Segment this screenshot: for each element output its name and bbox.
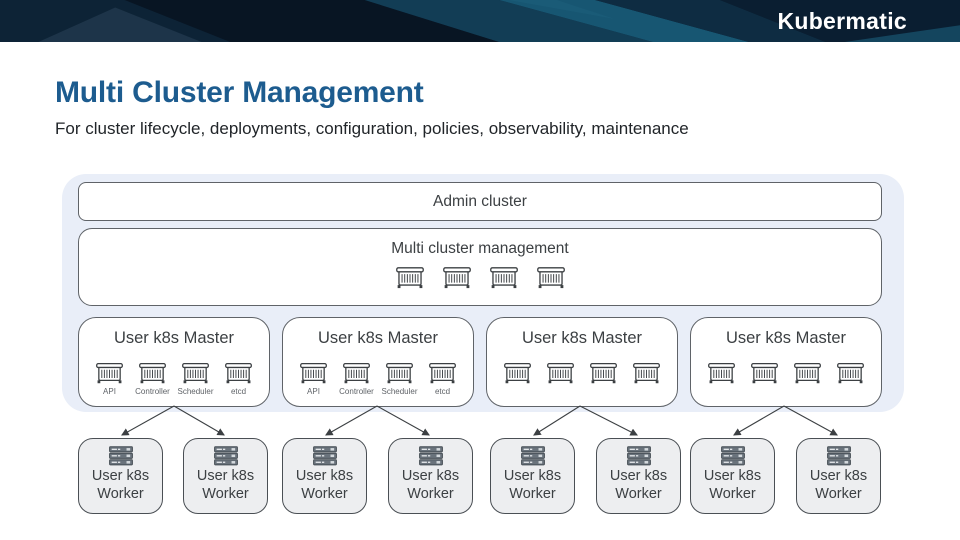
user-k8s-worker-box: User k8s Worker xyxy=(796,438,881,514)
container-column xyxy=(625,361,668,396)
user-k8s-master-box: User k8s Master xyxy=(690,317,882,407)
worker-label: User k8s Worker xyxy=(809,468,868,502)
container-icon xyxy=(429,362,456,384)
component-scheduler: Scheduler xyxy=(378,361,421,396)
master-title: User k8s Master xyxy=(113,329,235,347)
user-k8s-master-box: User k8s Master xyxy=(486,317,678,407)
user-k8s-worker-box: User k8s Worker xyxy=(78,438,163,514)
container-icon xyxy=(139,362,166,384)
server-rack-icon xyxy=(312,446,337,466)
master-title: User k8s Master xyxy=(725,329,847,347)
container-column xyxy=(496,361,539,396)
worker-label: User k8s Worker xyxy=(196,468,255,502)
worker-row: User k8s Worker User k8s Worker User k8s… xyxy=(0,438,960,516)
admin-cluster-label: Admin cluster xyxy=(433,192,527,210)
server-rack-icon xyxy=(108,446,133,466)
container-column xyxy=(786,361,829,396)
component-label: Controller xyxy=(135,387,170,396)
server-rack-icon xyxy=(720,446,745,466)
server-rack-icon xyxy=(418,446,443,466)
worker-label: User k8s Worker xyxy=(91,468,150,502)
component-label: Controller xyxy=(339,387,374,396)
master-components xyxy=(496,361,668,396)
container-column xyxy=(743,361,786,396)
multi-cluster-management-box: Multi cluster management xyxy=(78,228,882,306)
user-k8s-master-box: User k8s Master API Controller Scheduler xyxy=(282,317,474,407)
container-icon xyxy=(547,362,574,384)
container-icon xyxy=(386,362,413,384)
server-rack-icon xyxy=(626,446,651,466)
worker-label: User k8s Worker xyxy=(503,468,562,502)
component-label: etcd xyxy=(230,387,247,396)
component-controller: Controller xyxy=(131,361,174,396)
container-column xyxy=(829,361,872,396)
worker-label: User k8s Worker xyxy=(609,468,668,502)
user-k8s-worker-box: User k8s Worker xyxy=(183,438,268,514)
component-etcd: etcd xyxy=(421,361,464,396)
container-column xyxy=(700,361,743,396)
master-worker-connectors xyxy=(121,405,838,436)
container-icon xyxy=(536,267,565,289)
container-icon xyxy=(837,362,864,384)
user-k8s-worker-box: User k8s Worker xyxy=(596,438,681,514)
admin-cluster-box: Admin cluster xyxy=(78,182,882,221)
server-rack-icon xyxy=(826,446,851,466)
container-icon xyxy=(225,362,252,384)
user-k8s-master-box: User k8s Master API Controller Scheduler xyxy=(78,317,270,407)
worker-label: User k8s Worker xyxy=(703,468,762,502)
component-etcd: etcd xyxy=(217,361,260,396)
user-k8s-worker-box: User k8s Worker xyxy=(282,438,367,514)
user-k8s-worker-box: User k8s Worker xyxy=(388,438,473,514)
page-title: Multi Cluster Management xyxy=(55,76,424,109)
user-k8s-worker-box: User k8s Worker xyxy=(690,438,775,514)
container-icon xyxy=(96,362,123,384)
component-api: API xyxy=(88,361,131,396)
container-icon xyxy=(489,267,518,289)
admin-cluster-panel: Admin cluster Multi cluster management U… xyxy=(62,174,904,412)
server-rack-icon xyxy=(213,446,238,466)
container-column xyxy=(582,361,625,396)
worker-label: User k8s Worker xyxy=(295,468,354,502)
master-title: User k8s Master xyxy=(521,329,643,347)
container-column xyxy=(539,361,582,396)
container-icon xyxy=(633,362,660,384)
container-icon xyxy=(343,362,370,384)
container-icon-row xyxy=(395,265,566,290)
container-icon xyxy=(708,362,735,384)
component-label: Scheduler xyxy=(381,387,418,396)
master-components: API Controller Scheduler etcd xyxy=(88,361,260,396)
server-rack-icon xyxy=(520,446,545,466)
component-api: API xyxy=(292,361,335,396)
container-icon xyxy=(395,267,424,289)
container-icon xyxy=(794,362,821,384)
master-title: User k8s Master xyxy=(317,329,439,347)
kubermatic-logo: Kubermatic xyxy=(777,8,907,34)
master-components xyxy=(700,361,872,396)
component-controller: Controller xyxy=(335,361,378,396)
page-subtitle: For cluster lifecycle, deployments, conf… xyxy=(55,119,689,138)
user-k8s-worker-box: User k8s Worker xyxy=(490,438,575,514)
container-icon xyxy=(300,362,327,384)
master-row: User k8s Master API Controller Scheduler xyxy=(78,317,882,407)
multi-cluster-management-label: Multi cluster management xyxy=(391,240,569,257)
component-label: Scheduler xyxy=(177,387,214,396)
container-icon xyxy=(504,362,531,384)
container-icon xyxy=(590,362,617,384)
container-icon xyxy=(182,362,209,384)
master-components: API Controller Scheduler etcd xyxy=(292,361,464,396)
component-label: API xyxy=(103,387,116,396)
container-icon xyxy=(442,267,471,289)
component-label: etcd xyxy=(434,387,451,396)
component-label: API xyxy=(307,387,320,396)
header-banner: Kubermatic xyxy=(0,0,960,42)
component-scheduler: Scheduler xyxy=(174,361,217,396)
worker-label: User k8s Worker xyxy=(401,468,460,502)
container-icon xyxy=(751,362,778,384)
